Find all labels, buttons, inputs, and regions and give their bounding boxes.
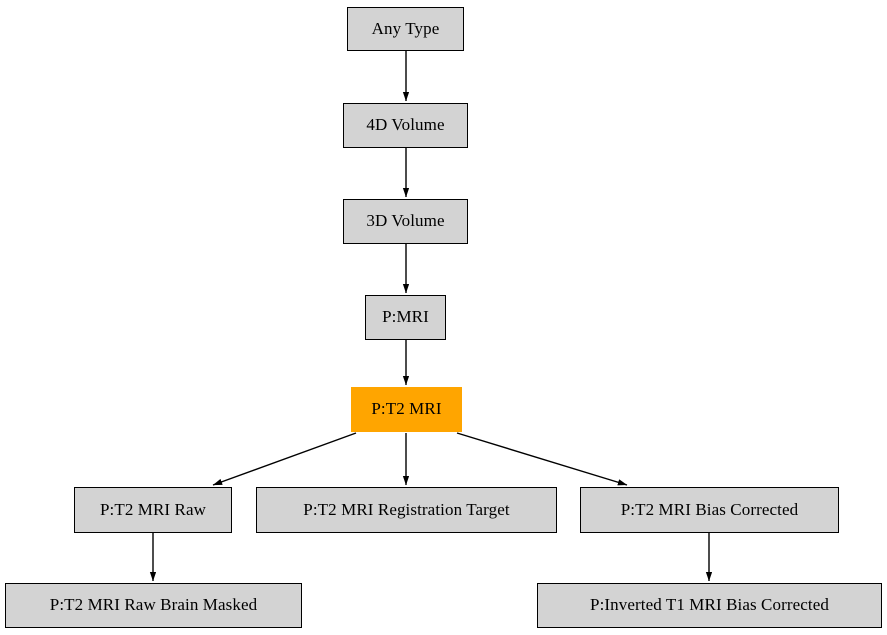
node-label-p-t2-mri: P:T2 MRI [371,399,442,418]
node-label-3d-volume: 3D Volume [366,211,445,230]
node-label-any-type: Any Type [371,18,440,38]
node-p-t2-mri-bias-corrected[interactable]: P:T2 MRI Bias Corrected [580,487,839,533]
node-label-4d-volume: 4D Volume [366,115,445,134]
edge-p-t2-mri-to-p-t2-mri-bias-corrected [456,432,628,486]
node-label-p-t2-mri-registration-target: P:T2 MRI Registration Target [303,499,510,519]
node-p-t2-mri-registration-target[interactable]: P:T2 MRI Registration Target [256,487,557,533]
node-label-p-t2-mri-raw-brain-masked: P:T2 MRI Raw Brain Masked [49,595,258,614]
node-3d-volume[interactable]: 3D Volume [343,199,468,244]
node-p-t2-mri-raw[interactable]: P:T2 MRI Raw [74,487,232,533]
node-p-t2-mri-raw-brain-masked[interactable]: P:T2 MRI Raw Brain Masked [5,583,302,628]
node-any-type[interactable]: Any Type [347,7,464,51]
node-label-p-t2-mri-raw: P:T2 MRI Raw [99,499,207,519]
node-4d-volume[interactable]: 4D Volume [343,103,468,148]
node-p-t2-mri[interactable]: P:T2 MRI [351,387,462,432]
node-p-inverted-t1-mri-bias-corrected[interactable]: P:Inverted T1 MRI Bias Corrected [537,583,882,628]
node-label-p-t2-mri-bias-corrected: P:T2 MRI Bias Corrected [620,499,799,519]
node-label-p-mri: P:MRI [382,307,429,326]
node-label-p-inverted-t1-mri-bias-corrected: P:Inverted T1 MRI Bias Corrected [590,595,829,614]
node-p-mri[interactable]: P:MRI [365,295,446,340]
edge-p-t2-mri-to-p-t2-mri-raw [212,432,357,486]
